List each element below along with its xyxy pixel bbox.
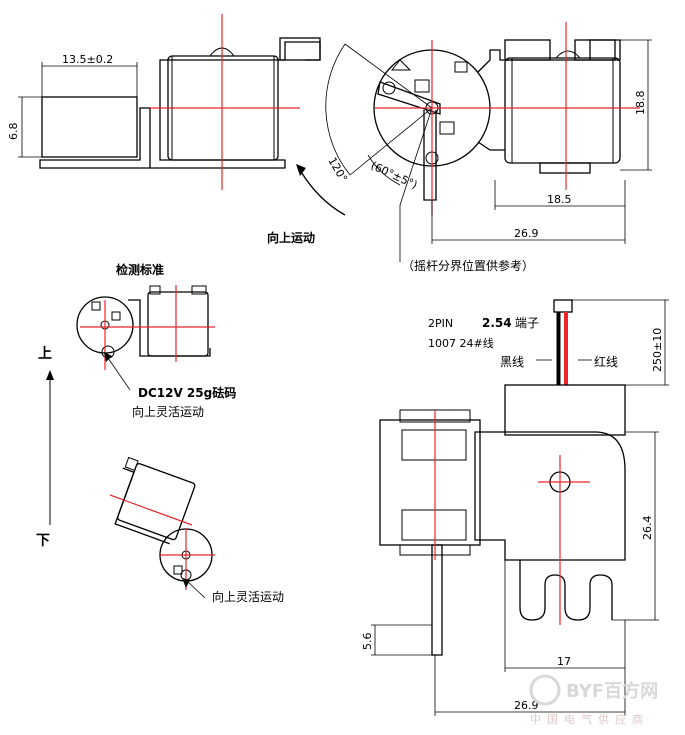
frame	[150, 41, 321, 169]
up-down-indicator: 上 下	[36, 346, 54, 549]
dim-18-5-label: 18.5	[547, 193, 572, 206]
pin-spec-prefix: 2PIN	[428, 317, 453, 330]
test-coil	[147, 291, 209, 357]
plunger-body	[41, 96, 138, 158]
comb-bracket	[519, 560, 613, 621]
rocker-arm	[377, 81, 441, 115]
dim-18-8-label: 18.8	[634, 91, 647, 116]
watermark-tagline: 中国电气供应商	[530, 712, 649, 726]
angle-arc-total	[325, 43, 351, 176]
dim-width-label: 13.5±0.2	[62, 53, 113, 66]
test-bracket	[128, 299, 211, 357]
top-right-rocker-view: 120° (60°±5°) 18.8 18.5 26.9	[296, 22, 652, 273]
front-body	[474, 431, 626, 561]
test-view-tilted: 向上灵活运动	[109, 456, 284, 604]
watermark-brand: BYF百方网	[566, 680, 658, 702]
wire-spec: 1007 24#线	[428, 336, 494, 350]
test-standard-title: 检测标准	[116, 262, 164, 277]
tab-left	[504, 39, 551, 61]
connector	[553, 299, 573, 313]
flexible-motion-label-2: 向上灵活运动	[212, 589, 284, 604]
dim-26-9-bottom-label: 26.9	[514, 699, 539, 712]
tab-right	[574, 39, 616, 61]
right-bracket-lower	[477, 141, 505, 151]
top-housing	[504, 384, 626, 436]
angle-arc-partial	[367, 154, 401, 186]
red-wire-label: 红线	[594, 354, 618, 369]
watermark-logo-icon	[529, 674, 561, 706]
angle-partial-label: (60°±5°)	[369, 159, 420, 192]
top-left-side-view: 13.5±0.2 6.8	[7, 14, 321, 190]
rocker-stem	[423, 110, 437, 201]
test-weight-label: DC12V 25g砝码	[138, 385, 236, 400]
rocker-note: （摇杆分界位置供参考）	[402, 258, 534, 273]
right-coil	[504, 57, 621, 164]
flexible-motion-label-1: 向上灵活运动	[132, 404, 204, 419]
rotation-arrow	[299, 169, 346, 216]
dim-height-label: 6.8	[7, 123, 20, 141]
angle-total-label: 120°	[325, 155, 350, 184]
watermark: BYF百方网 中国电气供应商	[529, 674, 658, 726]
top-tab	[279, 37, 321, 61]
dim-26-4-label: 26.4	[641, 516, 654, 541]
dim-5-6-label: 5.6	[361, 633, 374, 651]
pin	[431, 544, 443, 656]
down-label: 下	[36, 533, 50, 549]
side-coil	[379, 419, 481, 546]
black-wire-label: 黑线	[500, 355, 524, 369]
up-label: 上	[38, 346, 52, 362]
bracket	[39, 107, 151, 169]
dim-17-label: 17	[557, 655, 571, 668]
dim-250-label: 250±10	[651, 328, 664, 372]
bottom-front-view: 2PIN 2.54 端子 1007 24#线 黑线 红线 250±10 2	[361, 299, 669, 716]
pin-spec-bold: 2.54	[482, 316, 512, 330]
pin-spec-suffix: 端子	[515, 316, 539, 330]
upward-motion-label: 向上运动	[267, 230, 315, 245]
test-view-upright: DC12V 25g砝码 向上灵活运动	[76, 285, 236, 419]
coil-base	[539, 162, 591, 174]
right-frame	[477, 39, 621, 73]
dim-26-9-top-label: 26.9	[514, 227, 539, 240]
